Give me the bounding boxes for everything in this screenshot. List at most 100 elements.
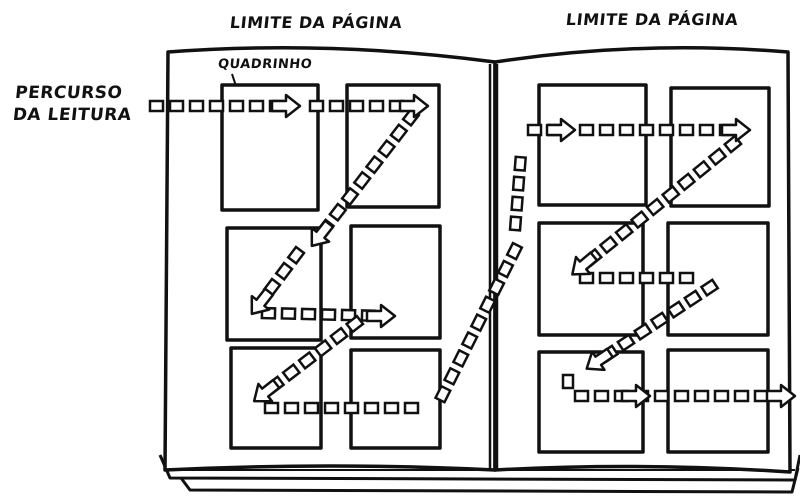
reading-path-dash bbox=[303, 401, 320, 415]
reading-path-dash bbox=[678, 123, 695, 137]
page-limit-label-right: LIMITE DA PÁGINA bbox=[565, 10, 740, 29]
reading-path-dash bbox=[666, 300, 687, 320]
page-limit-label-left: LIMITE DA PÁGINA bbox=[229, 13, 404, 32]
reading-path-dash bbox=[403, 401, 420, 415]
reading-path-dash bbox=[433, 384, 452, 404]
reading-path-dash bbox=[451, 348, 470, 369]
reading-path-dash bbox=[320, 308, 337, 322]
reading-path-dash bbox=[733, 389, 750, 403]
reading-path-dash bbox=[283, 401, 300, 415]
reading-path-dash bbox=[274, 261, 294, 282]
reading-path-dash bbox=[340, 186, 360, 207]
reading-path-dash bbox=[168, 99, 185, 113]
reading-path-dash bbox=[698, 123, 715, 137]
left-page-panels bbox=[220, 83, 442, 450]
reading-path-dash bbox=[188, 99, 205, 113]
book-gutter bbox=[488, 64, 499, 470]
reading-path-arrow-icon bbox=[571, 251, 599, 276]
panel-left-2 bbox=[345, 83, 441, 209]
panel-label-pointer bbox=[231, 73, 237, 87]
reading-path-dash bbox=[368, 99, 385, 113]
reading-path-dash bbox=[510, 195, 524, 212]
panel-right-2 bbox=[669, 86, 771, 208]
reading-path-arrow-icon bbox=[765, 383, 797, 409]
reading-path-dash bbox=[348, 99, 365, 113]
reading-path-dash bbox=[313, 338, 334, 358]
reading-path-dash bbox=[329, 326, 349, 346]
reading-path-dash bbox=[598, 235, 619, 255]
reading-path-dash bbox=[660, 184, 681, 205]
panel-left-1 bbox=[220, 83, 320, 212]
reading-path-dash bbox=[618, 123, 635, 137]
reading-path-dash bbox=[598, 271, 615, 285]
reading-path-arrow-icon bbox=[720, 117, 752, 143]
reading-path-dash bbox=[343, 401, 360, 415]
reading-path-dash bbox=[352, 170, 372, 191]
reading-path-dash bbox=[658, 271, 675, 285]
reading-path-dash bbox=[363, 401, 380, 415]
reading-path-dash bbox=[383, 401, 400, 415]
reading-path-dash bbox=[344, 314, 365, 334]
reading-path-arrow-icon bbox=[252, 378, 281, 403]
panel-label: QUADRINHO bbox=[217, 57, 314, 72]
reading-path-dash bbox=[323, 401, 340, 415]
reading-path-dash bbox=[526, 123, 543, 137]
reading-path-dash bbox=[614, 222, 635, 242]
reading-path-dash bbox=[632, 322, 653, 342]
reading-path-dash bbox=[228, 99, 245, 113]
reading-path-dash bbox=[578, 123, 595, 137]
reading-path-dash bbox=[148, 99, 165, 113]
reading-path-dash bbox=[208, 99, 225, 113]
reading-path-dash bbox=[598, 123, 615, 137]
reading-path-dash bbox=[478, 294, 497, 315]
reading-path-dash bbox=[691, 159, 712, 180]
reading-path-arrow-icon bbox=[545, 117, 577, 143]
reading-path-dash bbox=[376, 138, 397, 159]
reading-path-dash bbox=[678, 271, 695, 285]
reading-path-dash bbox=[513, 155, 528, 172]
reading-path-dash bbox=[300, 307, 317, 321]
reading-path-dash bbox=[328, 202, 348, 223]
reading-path-dash bbox=[508, 215, 523, 232]
reading-path-dash bbox=[561, 373, 575, 390]
reading-path-label-line1: PERCURSO bbox=[14, 83, 124, 103]
reading-path-dash bbox=[638, 123, 655, 137]
reading-path-dash bbox=[496, 259, 515, 279]
reading-path-arrow-icon bbox=[365, 303, 397, 329]
reading-path-dash bbox=[511, 175, 526, 192]
reading-path-label-line2: DA LEITURA bbox=[11, 105, 133, 125]
reading-path-dash bbox=[649, 311, 670, 331]
reading-path-dash bbox=[573, 389, 590, 403]
reading-path-dash bbox=[297, 350, 318, 371]
reading-path-dash bbox=[658, 123, 675, 137]
reading-path-label: PERCURSO DA LEITURA bbox=[12, 82, 157, 126]
reading-path-dash bbox=[308, 99, 325, 113]
panel-left-3 bbox=[225, 226, 323, 342]
reading-path-dash bbox=[713, 389, 730, 403]
reading-path-dash bbox=[281, 362, 302, 383]
panel-left-5 bbox=[229, 346, 323, 450]
reading-path-arrow-icon bbox=[250, 287, 275, 316]
reading-path-dash bbox=[629, 209, 650, 230]
reading-path-dash bbox=[616, 333, 636, 353]
reading-path-dash bbox=[618, 271, 635, 285]
reading-path-dash bbox=[699, 278, 720, 298]
reading-path-dash bbox=[673, 389, 690, 403]
reading-path-dash bbox=[340, 308, 357, 322]
panel-left-4 bbox=[349, 224, 442, 340]
reading-path-dash bbox=[505, 241, 524, 261]
reading-path-dash bbox=[707, 146, 728, 167]
reading-path-dash bbox=[638, 271, 655, 285]
reading-path-dash bbox=[460, 330, 479, 351]
reading-path-dash bbox=[286, 245, 306, 266]
reading-path bbox=[148, 93, 797, 415]
reading-path-arrow-icon bbox=[310, 219, 335, 248]
reading-path-dash bbox=[389, 123, 409, 143]
reading-path-arrow-icon bbox=[620, 383, 652, 409]
reading-path-dash bbox=[263, 401, 280, 415]
reading-path-dash bbox=[593, 389, 610, 403]
reading-path-dash bbox=[328, 99, 345, 113]
reading-path-dash bbox=[645, 197, 666, 217]
